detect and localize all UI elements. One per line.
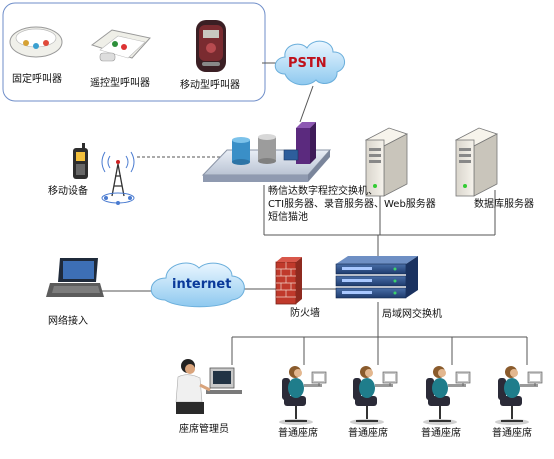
network-access-label: 网络接入 (48, 316, 88, 327)
connection-lines (100, 62, 528, 365)
internet-label: internet (172, 277, 232, 292)
normal-seat-icon-2 (349, 365, 398, 426)
lan-switch-icon (335, 256, 418, 299)
mobile-phone-icon (73, 143, 88, 179)
normal-seat-icon-1 (278, 365, 327, 426)
database-server-icon (454, 127, 499, 197)
mobile-caller-icon (196, 20, 226, 72)
seat-manager-label: 座席管理员 (179, 424, 229, 435)
normal-seat-icon-4 (494, 365, 543, 426)
normal-seat-label-2: 普通座席 (348, 428, 388, 439)
signal-tower-icon (101, 151, 135, 205)
normal-seat-label-1: 普通座席 (278, 428, 318, 439)
server-platform-icon (201, 122, 332, 182)
fixed-caller-label: 固定呼叫器 (12, 74, 62, 85)
laptop-icon (46, 258, 104, 297)
internet-cloud-icon (150, 262, 245, 308)
pstn-cloud-icon (274, 40, 345, 86)
mobile-caller-label: 移动型呼叫器 (180, 80, 240, 91)
fixed-caller-icon (9, 26, 63, 58)
seat-manager-icon (175, 359, 242, 414)
normal-seat-label-4: 普通座席 (492, 428, 532, 439)
remote-caller-label: 遥控型呼叫器 (90, 78, 150, 89)
normal-seat-label-3: 普通座席 (421, 428, 461, 439)
firewall-label: 防火墙 (290, 308, 320, 319)
firewall-icon (275, 257, 302, 305)
lan-switch-label: 局域网交换机 (382, 309, 442, 320)
remote-caller-icon (90, 29, 151, 62)
pstn-label: PSTN (288, 56, 327, 71)
mobile-device-label: 移动设备 (48, 186, 88, 197)
web-server-icon (364, 127, 409, 197)
server-group-label: 畅信达数字程控交换机、CTI服务器、录音服务器、短信猫池 (268, 186, 385, 223)
db-server-label: 数据库服务器 (474, 199, 534, 210)
web-server-label: Web服务器 (384, 199, 436, 210)
normal-seat-icon-3 (422, 365, 471, 426)
